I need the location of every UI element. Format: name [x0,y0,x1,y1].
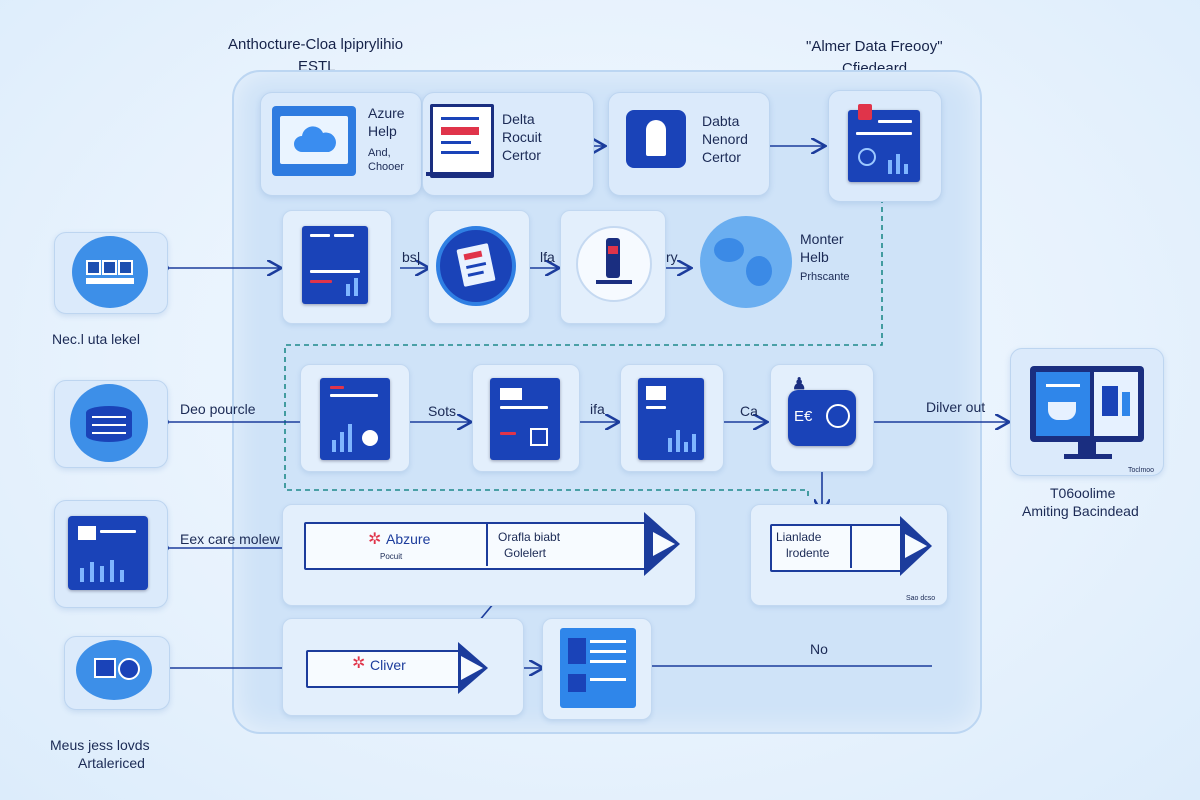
row5-no-label: No [810,641,828,657]
source-label-1: Nec.l uta lekel [52,331,140,347]
row2-device-icon-3 [576,226,652,302]
row2-edge-label-3: ry [666,249,678,265]
monter-label-2: Helb [800,249,829,265]
azure-help-label-1: Azure [368,105,405,121]
row3-edge-label-1: Sots [428,403,457,419]
row5-cliver-arrow[interactable] [306,650,462,688]
row4-lianlade-label-1: Lianlade [776,530,822,544]
source-label-2: Deo pourcle [180,401,256,417]
azure-help-label-4: Chooer [368,161,405,173]
azure-logo-icon: ✲ [368,531,382,548]
row5-cliver-label: Cliver [370,657,406,673]
row4-arrow-head [644,512,680,576]
row4-lianlade-arrow-head [900,516,932,576]
source-chart-icon [68,516,148,590]
row3-doc-icon-1 [320,378,390,460]
row3-doc-icon-3 [638,378,704,460]
dabta-icon [626,110,686,168]
row4-lianlade-footnote: Sao dcso [906,595,936,602]
row2-doc-icon-1 [302,226,368,304]
azure-help-label-3: And, [368,147,391,159]
left-header-title: Anthocture-Cloa lpiprylihio [228,36,404,53]
cloud-icon [272,106,356,176]
figure-icon: ♟ [792,376,807,393]
source-label-4-line2: Artalericed [78,755,145,771]
row3-edge-label-3: Ca [740,403,758,419]
monter-label-1: Monter [800,231,844,247]
row3-badge-text: E€ [794,408,813,425]
database-icon [70,384,148,462]
dabta-label-1: Dabta [702,113,740,129]
source-label-4-line1: Meus jess lovds [50,737,150,753]
right-header-title: "Almer Data Freooy" [806,38,943,55]
row2-circle-icon-2 [436,226,516,306]
monitor-icon [1030,366,1144,442]
row3-edge-label-2: ifa [590,401,605,417]
monter-globe-icon [700,216,792,308]
source-label-3: Eex care molew [180,531,280,547]
dabta-label-2: Nenord [702,131,748,147]
output-label-2: Amiting Bacindead [1022,503,1139,519]
delta-label-1: Delta [502,111,535,127]
monter-label-3: Prhscante [800,271,850,283]
row3-doc-icon-2 [490,378,560,460]
form-document-icon [560,628,636,708]
azure-help-label-2: Help [368,123,397,139]
row4-lianlade-arrow[interactable] [770,524,904,572]
deliver-out-label: Dilver out [926,399,986,415]
grid-cloud-icon [72,236,148,308]
dabta-label-3: Certor [702,149,741,165]
row3-badge-icon: ♟ E€ [788,376,856,446]
row2-edge-label-2: lfa [540,249,555,265]
cliver-logo-icon: ✲ [352,655,366,672]
row4-oracle-label-2: Golelert [504,546,547,560]
monitor-caption: Toclmoo [1128,467,1155,474]
row2-edge-label-1: bs| [402,249,421,265]
output-label-1: T06oolime [1050,485,1116,501]
delta-label-3: Certor [502,147,541,163]
delta-document-icon [430,104,494,178]
row4-lianlade-label-2: lrodente [786,546,830,560]
row5-arrow-head [458,642,488,694]
source-cloud-icon [76,640,152,700]
row4-azure-arrow[interactable] [304,522,648,570]
delta-label-2: Rocuit [502,129,542,145]
row4-azure-sublabel: Pocuit [380,552,403,561]
row4-azure-label: Abzure [386,531,431,547]
dashboard-document-icon [848,104,920,182]
row4-oracle-label-1: Orafla biabt [498,530,561,544]
